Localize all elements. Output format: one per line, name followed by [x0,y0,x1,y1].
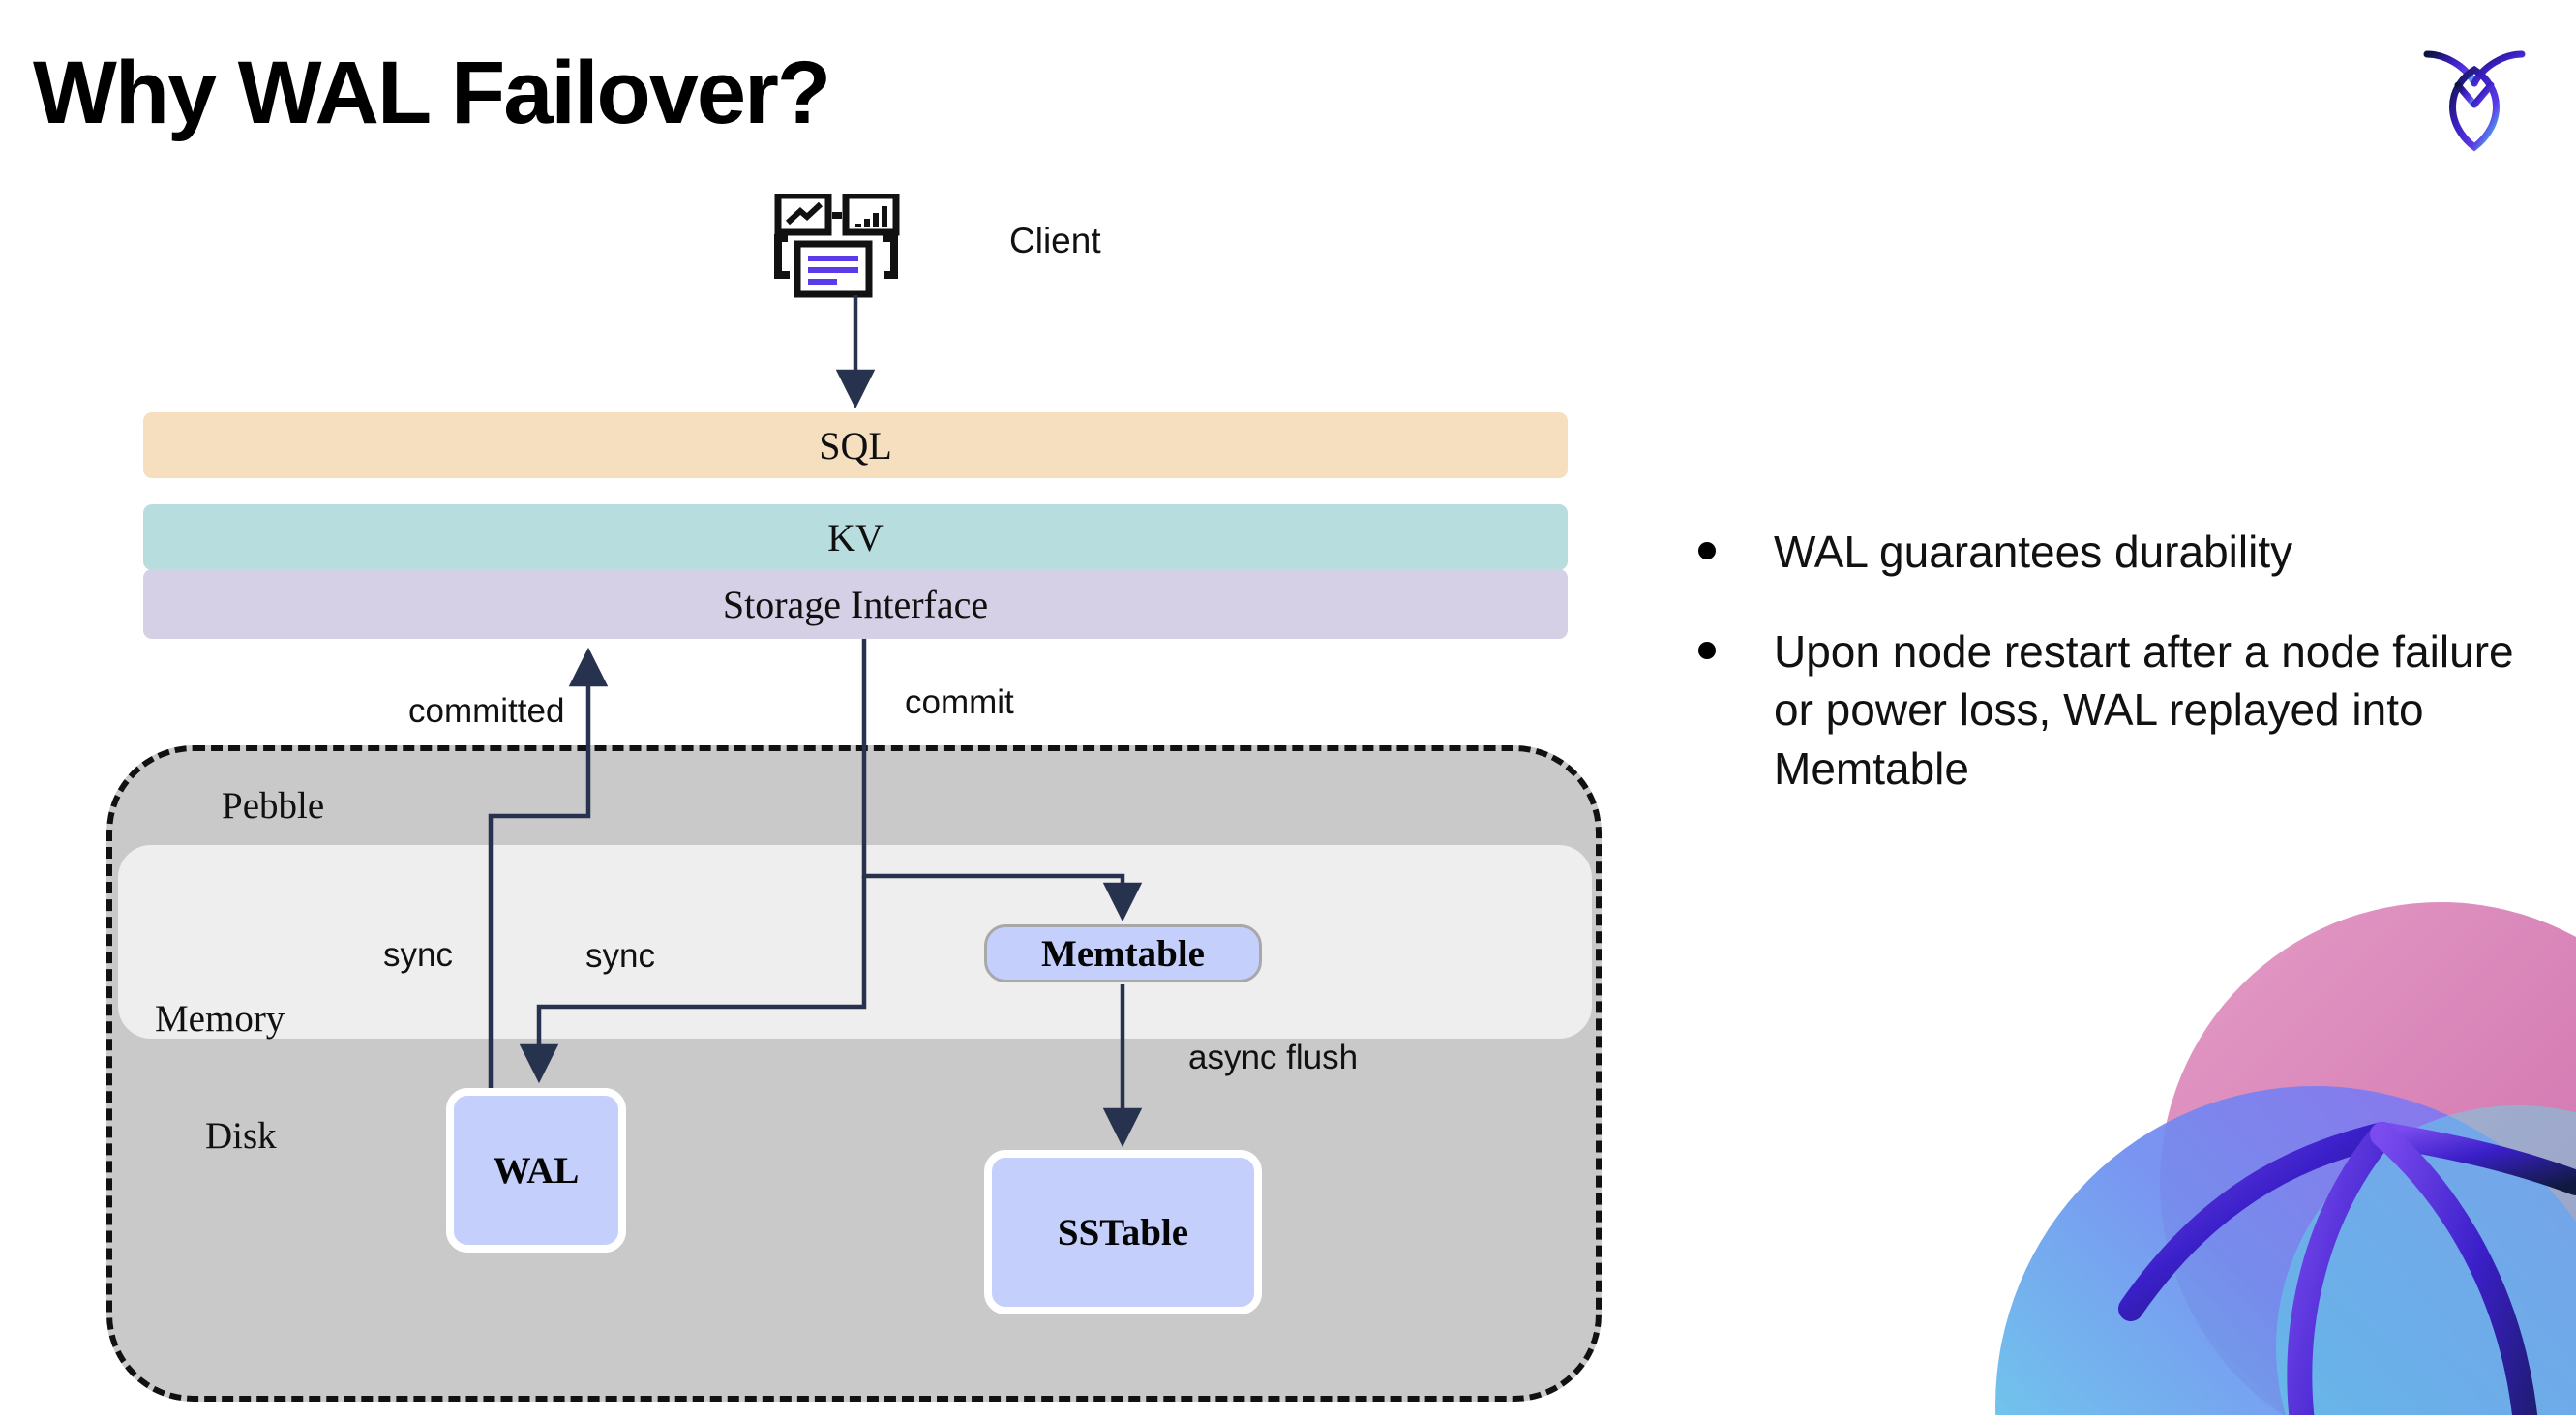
bullet-text: WAL guarantees durability [1774,527,2293,577]
node-label-memtable: Memtable [1041,932,1205,975]
client-label: Client [1009,221,1101,260]
flow-label-commit: commit [905,683,1014,721]
bullet-list: WAL guarantees durability Upon node rest… [1698,523,2531,839]
flow-label-async-flush: async flush [1188,1039,1359,1076]
page-title: Why WAL Failover? [33,44,831,142]
node-label-wal: WAL [493,1149,580,1192]
layer-label-storage-interface: Storage Interface [722,582,989,626]
bullet-dot-icon [1698,542,1716,559]
list-item: WAL guarantees durability [1698,523,2531,582]
pebble-container [106,745,1602,1402]
memory-region [118,845,1592,1039]
flow-label-sync-right: sync [585,937,655,975]
node-memtable: Memtable [984,924,1262,982]
layer-bar-kv: KV [143,504,1568,570]
flow-label-sync-left: sync [383,936,453,974]
layer-label-kv: KV [827,515,884,559]
layer-bar-storage-interface: Storage Interface [143,569,1568,639]
node-wal: WAL [446,1088,626,1253]
list-item: Upon node restart after a node failure o… [1698,622,2531,799]
layer-bar-sql: SQL [143,412,1568,478]
disk-label: Disk [205,1115,277,1157]
node-label-sstable: SSTable [1057,1211,1189,1254]
memory-label: Memory [155,998,285,1040]
bullet-text: Upon node restart after a node failure o… [1774,625,2514,795]
cockroach-watermark-icon [1899,892,2576,1415]
flow-label-committed: committed [408,692,565,730]
bullet-dot-icon [1698,641,1716,659]
client-dashboard-icon [774,192,929,310]
cockroach-logo-icon [2411,29,2537,155]
pebble-label: Pebble [222,785,325,827]
layer-label-sql: SQL [819,423,892,468]
node-sstable: SSTable [984,1150,1262,1314]
